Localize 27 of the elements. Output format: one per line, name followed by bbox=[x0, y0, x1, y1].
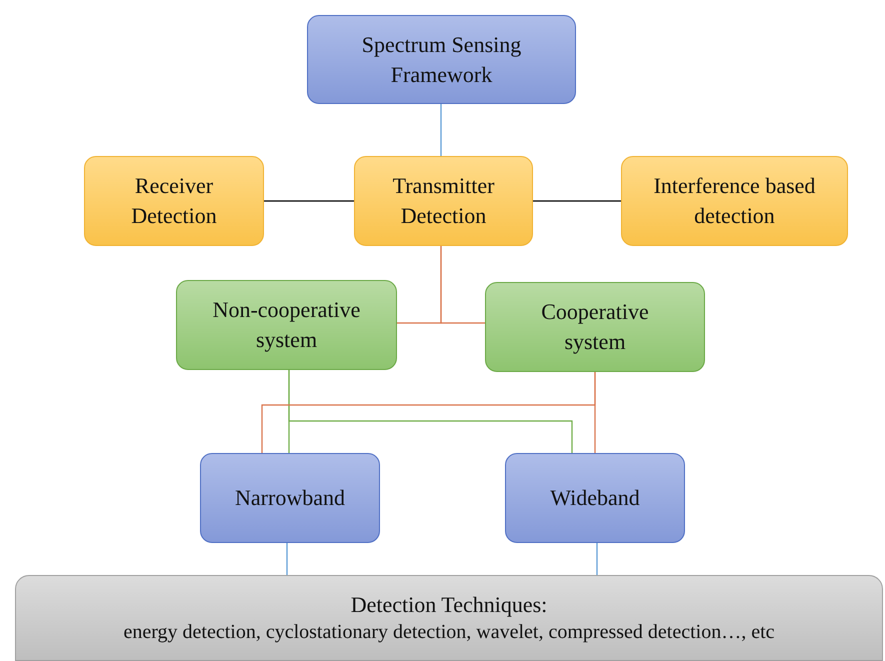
connector-line bbox=[440, 104, 442, 156]
box-label: Cooperative system bbox=[540, 298, 650, 356]
process-box bbox=[307, 15, 576, 104]
connector-line bbox=[594, 372, 596, 453]
process-box bbox=[621, 156, 848, 246]
box-label: Receiver Detection bbox=[130, 172, 218, 230]
connector-line bbox=[286, 543, 288, 575]
process-box bbox=[176, 280, 397, 370]
box-label: Narrowband bbox=[235, 484, 345, 512]
process-box bbox=[15, 575, 883, 661]
connector-line bbox=[596, 543, 598, 575]
box-label: Spectrum Sensing Framework bbox=[360, 30, 522, 88]
connector-line bbox=[440, 246, 485, 324]
box-label: Non-cooperative system bbox=[212, 296, 362, 354]
box-label: Transmitter Detection bbox=[392, 172, 496, 230]
connector-line bbox=[533, 200, 621, 202]
process-box bbox=[200, 453, 380, 543]
process-box bbox=[485, 282, 705, 372]
box-label: Detection Techniques: bbox=[350, 590, 548, 619]
process-box bbox=[84, 156, 264, 246]
process-box bbox=[505, 453, 685, 543]
box-label: Interference based detection bbox=[652, 172, 816, 230]
connector-line bbox=[288, 370, 573, 453]
box-description: energy detection, cyclostationary detection, wavelet, compressed detection…, etc bbox=[123, 620, 775, 646]
process-box bbox=[354, 156, 533, 246]
box-label: Wideband bbox=[550, 484, 640, 512]
connector-line bbox=[264, 200, 354, 202]
